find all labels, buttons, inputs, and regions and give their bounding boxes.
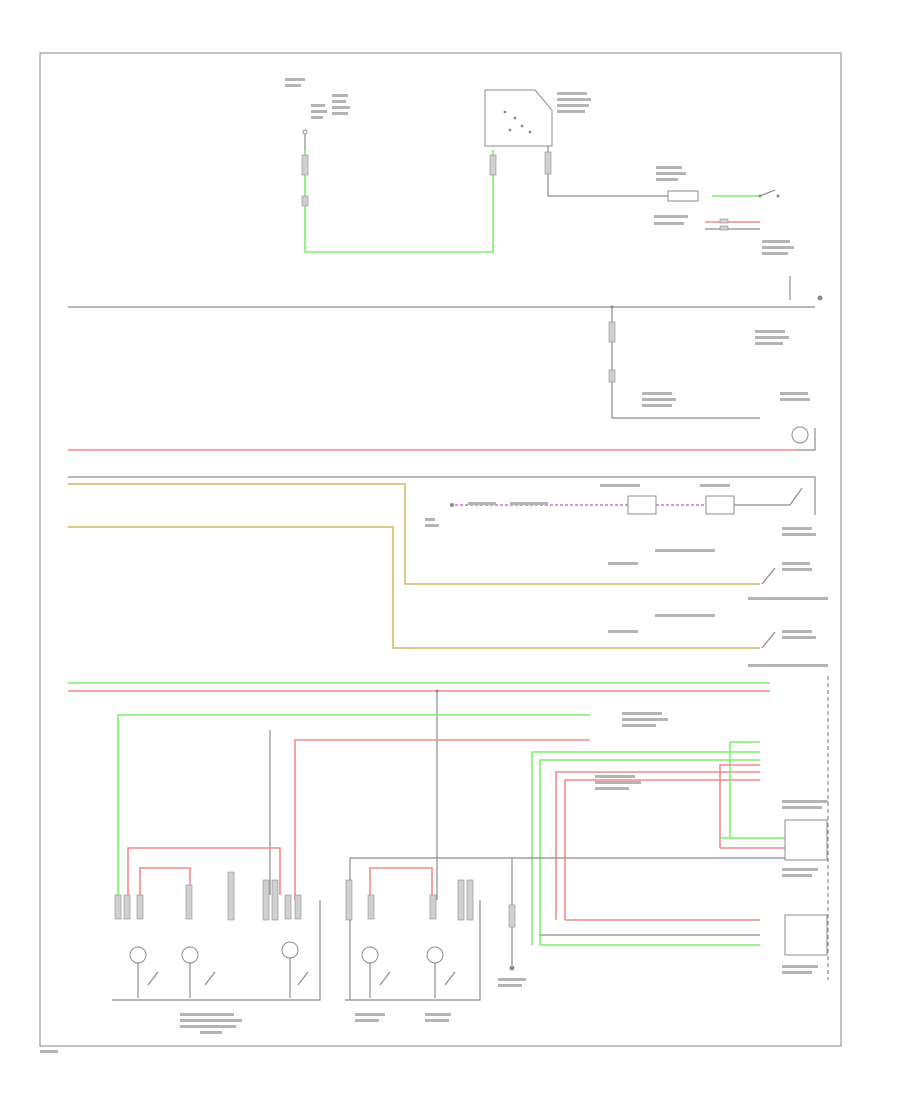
lamp-cluster-center xyxy=(345,879,481,1022)
lamp-icon xyxy=(361,946,379,964)
lamp-icon xyxy=(129,946,147,964)
ground-symbol xyxy=(498,858,526,987)
lamp-icon xyxy=(181,946,199,964)
figure-id-mark xyxy=(40,1050,58,1053)
tan-bus-line-2 xyxy=(68,526,760,649)
module-box-1 xyxy=(627,495,657,515)
lamp-cluster-left xyxy=(112,871,321,1034)
tan-bus-line-1 xyxy=(68,483,760,585)
module-right-1 xyxy=(784,819,828,861)
lamp-icon xyxy=(426,946,444,964)
lamp-icon xyxy=(791,426,809,444)
lower-section xyxy=(68,676,829,1034)
top-section xyxy=(68,78,823,419)
module-right-2 xyxy=(784,914,828,956)
module-block-top xyxy=(484,89,591,147)
green-wire-top xyxy=(304,150,494,253)
ground-connector-top-left xyxy=(285,78,350,150)
lamp-icon xyxy=(281,941,299,959)
module-box-2 xyxy=(705,495,735,515)
switch-cluster-top-right xyxy=(654,166,823,301)
middle-section xyxy=(68,426,828,667)
diagram-frame xyxy=(39,52,842,1047)
